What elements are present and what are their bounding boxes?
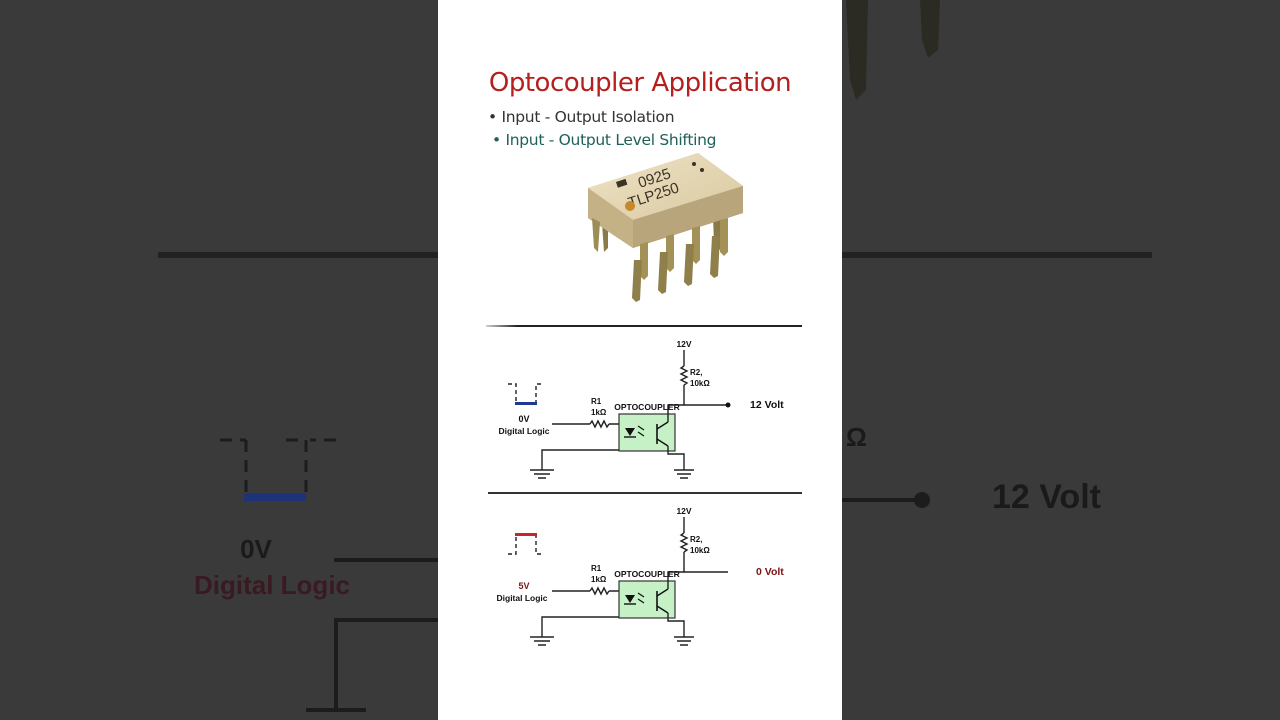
r1-value: 1kΩ — [591, 408, 607, 417]
resistor-r2 — [679, 532, 689, 553]
resistor-r1 — [589, 419, 610, 429]
input-voltage-label: 0V — [518, 414, 529, 424]
output-label: 0 Volt — [756, 566, 784, 578]
output-label: 12 Volt — [750, 399, 784, 411]
bg-output-label: 12 Volt — [992, 478, 1101, 516]
r1-value: 1kΩ — [591, 575, 607, 584]
input-caption-label: Digital Logic — [497, 593, 548, 603]
ground-right — [674, 636, 694, 646]
input-caption-label: Digital Logic — [499, 426, 550, 436]
led-symbol — [625, 595, 635, 603]
r2-value: 10kΩ — [690, 546, 710, 555]
input-voltage-label: 5V — [518, 581, 529, 591]
circuit-low-input: 0V Digital Logic R1 1kΩ OPTOCOUPLER 12V … — [499, 339, 784, 479]
ic-label: OPTOCOUPLER — [614, 402, 680, 412]
input-pulse-low — [515, 402, 537, 405]
bullet-level-shifting: • Input - Output Level Shifting — [492, 131, 717, 149]
resistor-r1 — [589, 586, 610, 596]
supply-label: 12V — [676, 506, 691, 516]
ground-right — [674, 469, 694, 479]
divider-top — [486, 325, 802, 327]
ground-left — [530, 469, 554, 479]
divider-middle — [488, 492, 802, 494]
r2-label: R2, — [690, 368, 702, 377]
bg-input-caption: Digital Logic — [194, 570, 350, 600]
r2-value: 10kΩ — [690, 379, 710, 388]
supply-label: 12V — [676, 339, 691, 349]
r2-label: R2, — [690, 535, 702, 544]
slide-panel: Optocoupler Application • Input - Output… — [438, 0, 842, 720]
bg-input-voltage: 0V — [240, 534, 272, 564]
slide-title: Optocoupler Application — [488, 68, 792, 98]
bullet-isolation: • Input - Output Isolation — [488, 108, 675, 126]
optocoupler-chip-image: 0925 TLP250 — [588, 153, 743, 302]
circuit-high-input: 5V Digital Logic R1 1kΩ OPTOCOUPLER 12V … — [497, 506, 784, 646]
input-pulse-high — [515, 533, 537, 536]
r1-label: R1 — [591, 397, 602, 406]
r1-label: R1 — [591, 564, 602, 573]
output-node — [725, 402, 731, 408]
led-symbol — [625, 428, 635, 436]
ic-label: OPTOCOUPLER — [614, 569, 680, 579]
resistor-r2 — [679, 365, 689, 386]
bg-r2-fragment: Ω — [846, 422, 867, 452]
ground-left — [530, 636, 554, 646]
